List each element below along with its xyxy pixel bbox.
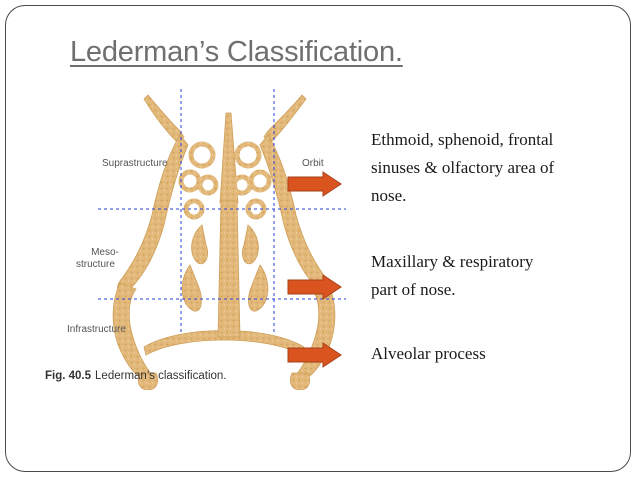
arrow-right-icon — [287, 274, 342, 300]
mesostructure-description: Maxillary & respiratory part of nose. — [371, 252, 534, 299]
label-meso: Meso- — [91, 247, 119, 258]
arrow-right-icon — [287, 342, 342, 368]
slide-frame — [5, 5, 631, 472]
infrastructure-description: Alveolar process — [371, 344, 486, 363]
bone-structure — [112, 94, 336, 390]
label-orbit: Orbit — [302, 158, 324, 169]
label-infrastructure: Infrastructure — [67, 324, 126, 335]
lederman-figure: Suprastructure Orbit Meso- structure Inf… — [40, 85, 360, 390]
suprastructure-description: Ethmoid, sphenoid, frontal sinuses & olf… — [371, 130, 555, 205]
label-structure: structure — [76, 259, 115, 270]
figure-caption-number: Fig. 40.5 — [45, 370, 92, 382]
arrow-right-icon — [287, 171, 342, 197]
slide-title: Lederman’s Classification. — [70, 36, 403, 68]
skull-cross-section-illustration — [98, 89, 346, 390]
label-suprastructure: Suprastructure — [102, 158, 168, 169]
classification-guide-lines — [98, 89, 346, 335]
figure-caption-text: Lederman’s classification. — [95, 370, 227, 382]
